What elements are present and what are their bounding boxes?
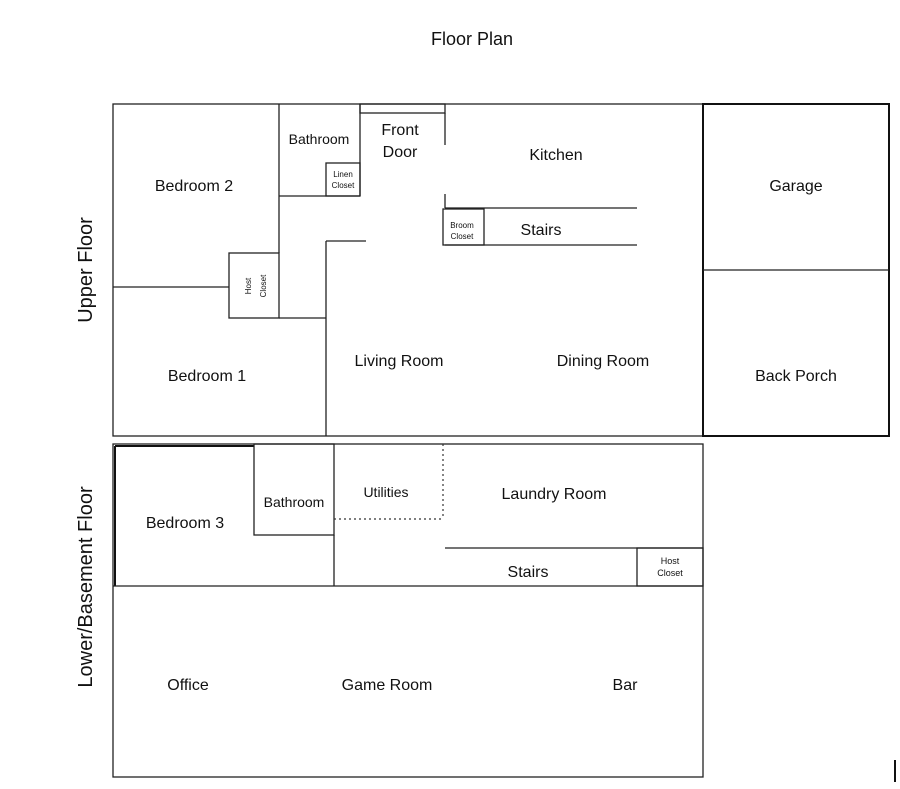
room-label-broom-closet-line2: Closet [451, 232, 474, 241]
room-label-garage: Garage [769, 178, 822, 195]
room-label-back-porch: Back Porch [755, 368, 837, 385]
room-label-linen-closet-line2: Closet [332, 181, 355, 190]
room-label-living-room: Living Room [355, 353, 444, 370]
room-label-stairs-upper: Stairs [521, 222, 562, 239]
room-label-bar: Bar [613, 677, 639, 694]
room-label-broom-closet-line1: Broom [450, 221, 474, 230]
linen-closet [325, 162, 361, 197]
host-closet-upper [228, 252, 280, 319]
lower-floor: Bedroom 3 Bathroom Utilities Laundry Roo… [112, 443, 704, 778]
lower-floor-outline [112, 443, 704, 778]
room-label-host-closet-lower-line2: Closet [657, 568, 683, 578]
broom-closet [442, 208, 485, 246]
front-door-frame [359, 103, 446, 114]
diagram-title: Floor Plan [431, 29, 513, 49]
host-closet-lower [636, 547, 704, 587]
room-label-dining-room: Dining Room [557, 353, 649, 370]
lower-floor-label: Lower/Basement Floor [75, 486, 97, 688]
room-label-stairs-lower: Stairs [508, 564, 549, 581]
room-label-front-door-line2: Door [383, 144, 418, 161]
upper-floor: Bedroom 2 Bathroom Linen Closet Front Do… [112, 103, 890, 437]
room-label-bedroom-3: Bedroom 3 [146, 515, 224, 532]
room-label-bathroom-lower: Bathroom [264, 494, 325, 510]
room-label-utilities: Utilities [363, 484, 408, 500]
room-label-office: Office [167, 677, 209, 694]
room-label-linen-closet-line1: Linen [333, 170, 353, 179]
room-label-host-closet-lower-line1: Host [661, 556, 680, 566]
room-label-bedroom-2: Bedroom 2 [155, 178, 233, 195]
bathroom-lower [253, 443, 335, 536]
room-label-laundry-room: Laundry Room [502, 486, 607, 503]
room-label-game-room: Game Room [342, 677, 433, 694]
upper-floor-label: Upper Floor [75, 217, 97, 323]
room-label-host-closet-upper-line1: Host [244, 277, 253, 294]
room-label-kitchen: Kitchen [529, 147, 582, 164]
room-label-bathroom-upper: Bathroom [289, 131, 350, 147]
room-label-front-door-line1: Front [381, 122, 419, 139]
room-label-bedroom-1: Bedroom 1 [168, 368, 246, 385]
room-label-host-closet-upper-line2: Closet [259, 274, 268, 297]
